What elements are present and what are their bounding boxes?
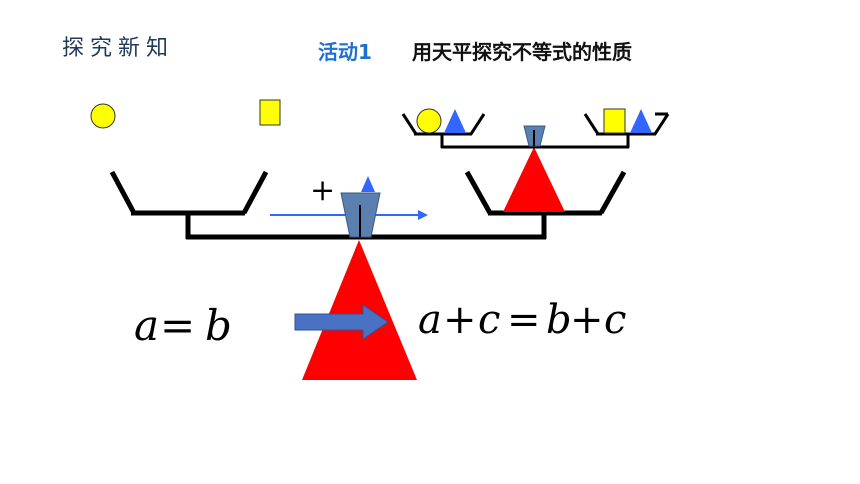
small-left-pan bbox=[401, 113, 486, 136]
eq-right-equals: = bbox=[507, 297, 541, 343]
eq-right-c1: c bbox=[478, 297, 500, 343]
section-label: 探究新知 bbox=[62, 36, 175, 61]
main-scale-base bbox=[302, 240, 417, 380]
plus-sign: + bbox=[310, 173, 335, 208]
small-blue-triangle-left bbox=[444, 109, 466, 133]
eq-right-plus2: + bbox=[570, 297, 604, 343]
yellow-circle bbox=[90, 103, 116, 129]
eq-right-plus1: + bbox=[443, 297, 477, 343]
eq-right-c2: c bbox=[604, 297, 626, 343]
main-left-pan bbox=[109, 170, 269, 216]
small-right-pan bbox=[583, 112, 670, 136]
eq-left-a: a bbox=[134, 301, 159, 350]
main-right-pan bbox=[464, 170, 627, 216]
yellow-square bbox=[259, 99, 281, 126]
move-arrow-head bbox=[418, 210, 428, 220]
eq-left-b: b bbox=[205, 301, 232, 350]
equation-right: a + c = b + c bbox=[418, 297, 626, 343]
equation-left: a = b bbox=[134, 301, 232, 350]
red-triangle-weight bbox=[503, 147, 565, 212]
eq-left-equals: = bbox=[160, 301, 195, 350]
small-yellow-circle bbox=[416, 108, 442, 134]
small-blue-triangle-right bbox=[630, 109, 652, 133]
eq-right-b: b bbox=[546, 297, 572, 343]
activity-number: 活动1 bbox=[318, 40, 372, 64]
small-yellow-square bbox=[603, 108, 626, 134]
blue-triangle-added bbox=[361, 176, 375, 192]
eq-right-a: a bbox=[418, 297, 442, 343]
implication-arrow bbox=[294, 304, 389, 340]
activity-title: 用天平探究不等式的性质 bbox=[412, 40, 632, 64]
